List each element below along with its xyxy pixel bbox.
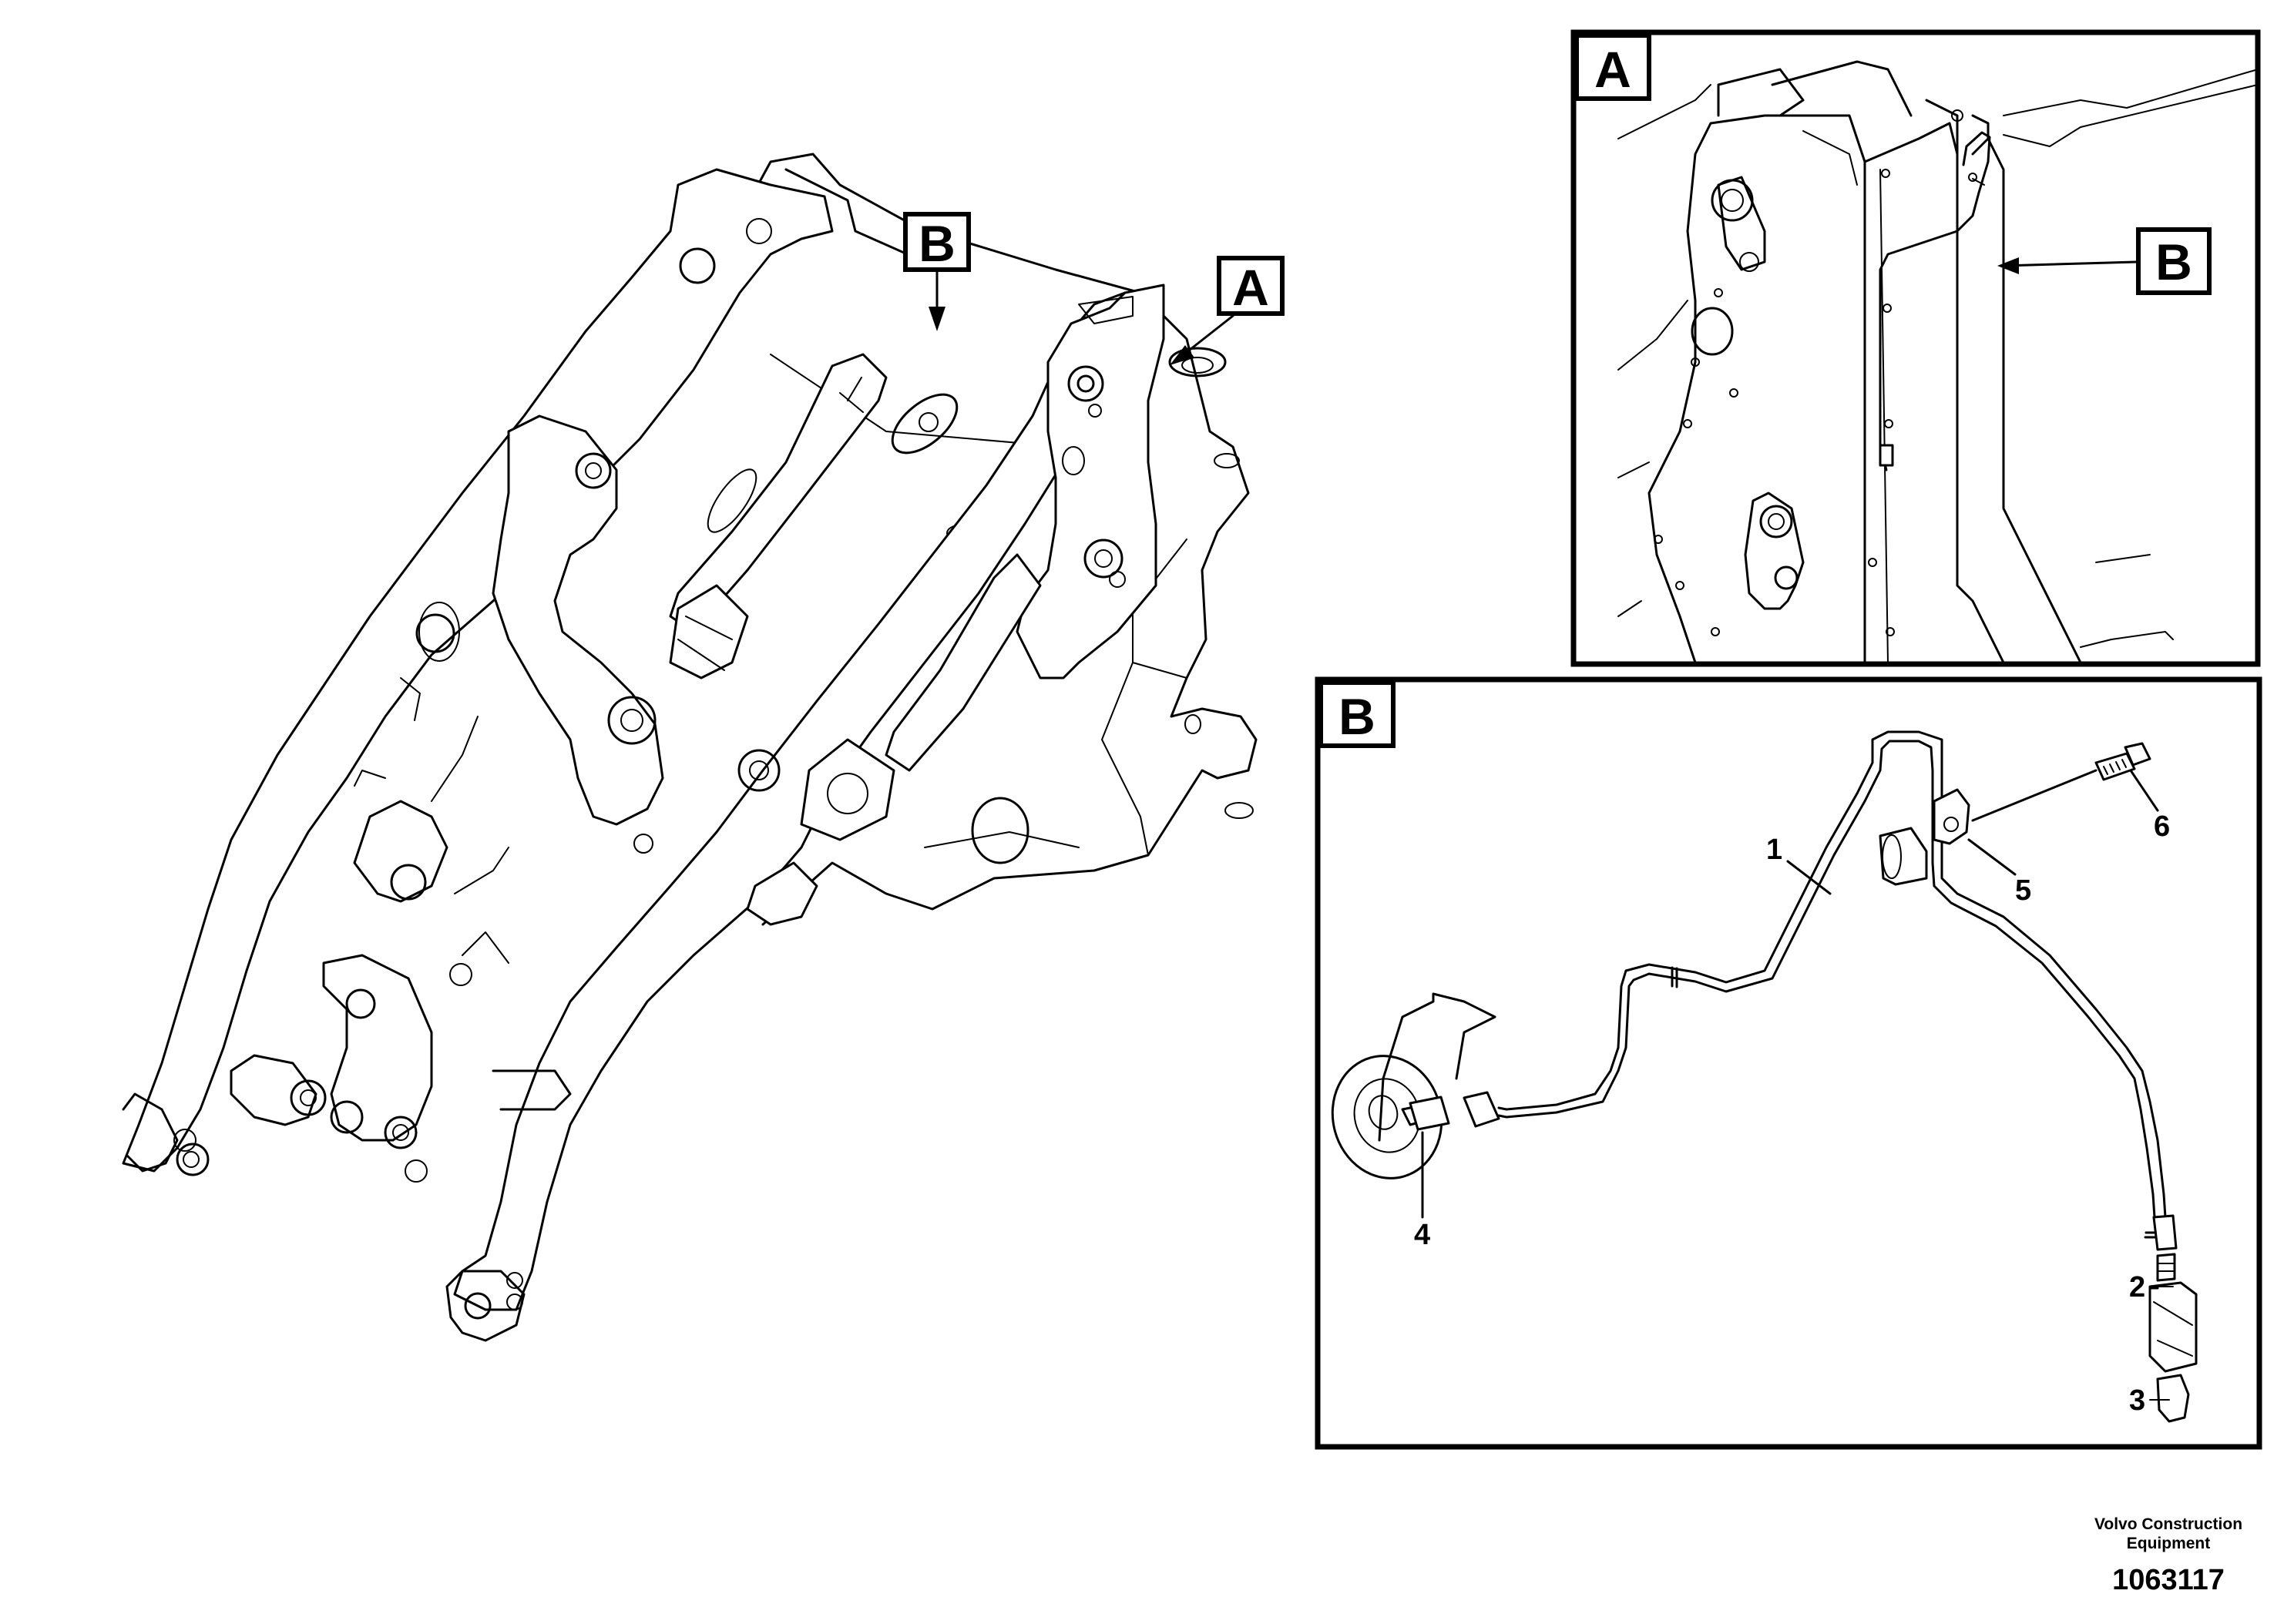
company-name-line2: Equipment [2127, 1535, 2211, 1552]
part-number-3: 3 [2129, 1384, 2145, 1417]
callout-b-letter: B [919, 215, 956, 272]
part-number-4: 4 [1414, 1219, 1430, 1251]
footer: Volvo Construction Equipment 1063117 [2094, 1515, 2242, 1596]
company-name: Volvo Construction [2094, 1515, 2242, 1533]
drawing-number: 1063117 [2112, 1564, 2225, 1596]
part-number-1: 1 [1766, 834, 1782, 866]
part-number-2: 2 [2129, 1271, 2145, 1304]
lift-frame-assembly [122, 153, 1258, 1342]
detail-b-title: B [1338, 688, 1375, 745]
callout-a-main: A [1170, 256, 1285, 365]
detail-a-title: A [1594, 41, 1631, 98]
detail-view-b: B 1 2 [1315, 676, 2262, 1450]
detail-view-a: A [1570, 29, 2261, 667]
part-number-5: 5 [2015, 874, 2031, 907]
callout-a-letter: A [1232, 259, 1269, 316]
part-number-6: 6 [2154, 810, 2170, 843]
detail-a-callout-b: B [2155, 233, 2192, 290]
callout-b-main: B [903, 212, 971, 331]
